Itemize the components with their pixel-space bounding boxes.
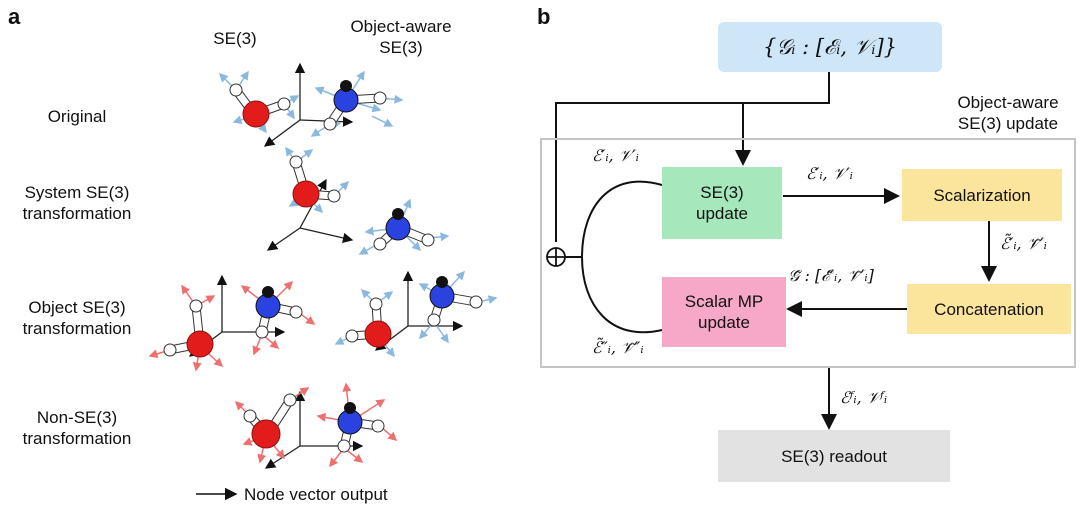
ammonia-molecule-system — [358, 198, 450, 255]
ammonia-molecule-object-right — [418, 270, 498, 344]
panel-b-letter: b — [537, 4, 551, 29]
panel-a-letter: a — [8, 4, 21, 29]
scalar-mp-update-box: Scalar MP update — [662, 277, 786, 347]
group-label-object-aware-update: Object-aware SE(3) update — [957, 93, 1059, 133]
ammonia-molecule-original — [310, 70, 404, 137]
se3-readout-box: SE(3) readout — [718, 430, 950, 482]
object-aware-update-group — [540, 138, 1076, 368]
edge-label-scalarization-to-concatenation: ℰ̃′ᵢ, 𝒱̃′ᵢ — [1000, 234, 1047, 253]
edge-label-loop-top: ℰ′ᵢ, 𝒱′ᵢ — [592, 146, 639, 165]
row-label-original: Original — [47, 107, 107, 126]
water-molecule-non-se3 — [234, 387, 310, 464]
ammonia-molecule-object-left — [240, 280, 316, 356]
row-label-non-se3: Non-SE(3) transformation — [22, 408, 132, 448]
water-molecule-original — [218, 70, 300, 134]
edge-label-loop-bottom: ℰ̃″ᵢ, 𝒱̃″ᵢ — [592, 338, 644, 357]
edge-label-se3-to-scalarization: ℰ′ᵢ, 𝒱′ᵢ — [806, 164, 853, 183]
row-label-object-se3: Object SE(3) transformation — [22, 298, 132, 338]
edge-label-concatenation-to-mp: 𝒢̃ : [ℰ̃′ᵢ, 𝒱̃′ᵢ] — [788, 266, 874, 285]
flow-connectors — [555, 72, 997, 430]
input-graph-box: {𝒢ᵢ : [ℰᵢ, 𝒱ᵢ]} — [718, 22, 942, 72]
row-label-system-se3: System SE(3) transformation — [22, 183, 132, 223]
water-molecule-object-right — [334, 288, 395, 358]
scalarization-box: Scalarization — [902, 169, 1062, 221]
column-header-object-aware-se3: Object-aware SE(3) — [350, 17, 452, 57]
water-molecule-object-left — [148, 284, 224, 372]
oplus-icon — [546, 247, 566, 267]
concatenation-box: Concatenation — [907, 284, 1071, 334]
column-header-se3: SE(3) — [213, 29, 257, 48]
se3-update-box: SE(3) update — [662, 167, 782, 239]
edge-label-to-readout: ℰᶠᵢ, 𝒱ᶠᵢ — [840, 388, 888, 407]
water-molecule-system — [285, 146, 350, 214]
ammonia-molecule-non-se3 — [316, 382, 398, 468]
legend-node-vector-output: Node vector output — [244, 485, 388, 504]
